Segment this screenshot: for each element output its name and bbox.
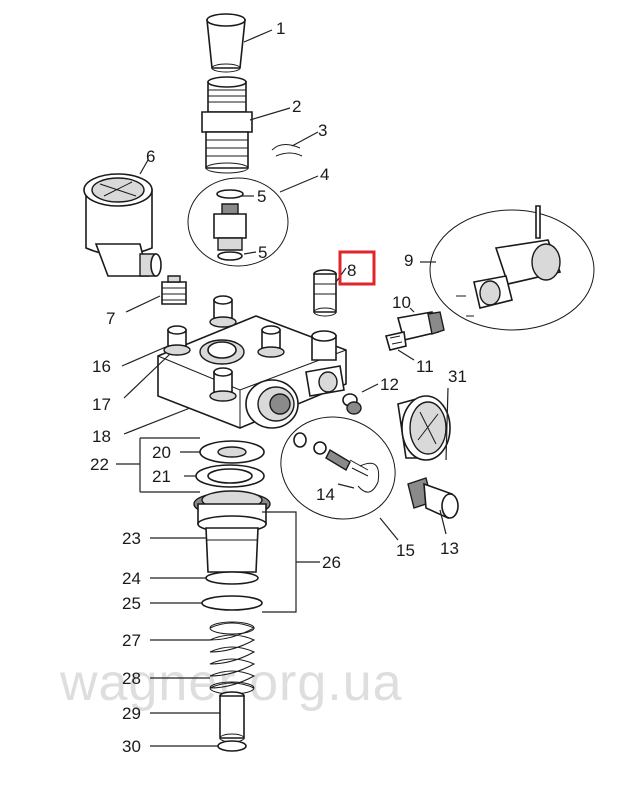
label-13: 13 (440, 539, 459, 558)
label-1: 1 (276, 19, 285, 38)
part-8-nipple (313, 269, 337, 317)
part-29-piston (219, 691, 245, 743)
label-5-top: 5 (257, 187, 266, 206)
label-12: 12 (380, 375, 399, 394)
part-3-clip (271, 144, 303, 157)
part-21-ring (195, 464, 265, 488)
part-23-housing (193, 490, 271, 573)
part-7-fitting (161, 275, 187, 305)
callout-numbers: 1 2 3 4 5 5 6 7 8 9 10 11 12 13 14 15 16… (90, 19, 467, 756)
part-31-gauge (397, 395, 451, 461)
part-17-washers (163, 316, 285, 402)
label-22: 22 (90, 455, 109, 474)
part-10-pressure-switch (384, 311, 445, 351)
label-29: 29 (122, 704, 141, 723)
part-30-ring (217, 740, 247, 752)
part-15-check-valve-kit (280, 416, 396, 520)
highlight-box-part-8 (338, 250, 376, 286)
label-15: 15 (396, 541, 415, 560)
label-23: 23 (122, 529, 141, 548)
part-9-switch-assembly (429, 205, 595, 331)
label-9: 9 (404, 251, 413, 270)
leader-lines (116, 29, 449, 747)
label-26: 26 (322, 553, 341, 572)
part-12-plug (342, 393, 362, 415)
label-21: 21 (152, 467, 171, 486)
label-5-bottom: 5 (258, 243, 267, 262)
label-24: 24 (122, 569, 141, 588)
main-body (157, 295, 347, 429)
label-31: 31 (448, 367, 467, 386)
label-28: 28 (122, 669, 141, 688)
label-8: 8 (347, 261, 356, 280)
label-3: 3 (318, 121, 327, 140)
part-20-washer (199, 440, 265, 464)
label-14: 14 (316, 485, 335, 504)
part-13-connector (407, 477, 459, 520)
label-16: 16 (92, 357, 111, 376)
part-6-pressure-gauge (83, 173, 162, 277)
label-30: 30 (122, 737, 141, 756)
part-24-o-ring (205, 571, 259, 585)
label-25: 25 (122, 594, 141, 613)
label-27: 27 (122, 631, 141, 650)
part-1-filter-cup (206, 13, 246, 73)
part-25-o-ring (201, 595, 263, 611)
label-17: 17 (92, 395, 111, 414)
label-6: 6 (146, 147, 155, 166)
label-7: 7 (106, 309, 115, 328)
label-11: 11 (416, 357, 434, 376)
part-4-valve-assembly (187, 177, 289, 267)
label-10: 10 (392, 293, 411, 312)
part-2-threaded-fitting (201, 76, 253, 174)
label-20: 20 (152, 443, 171, 462)
label-18: 18 (92, 427, 111, 446)
label-2: 2 (292, 97, 301, 116)
label-4: 4 (320, 165, 329, 184)
